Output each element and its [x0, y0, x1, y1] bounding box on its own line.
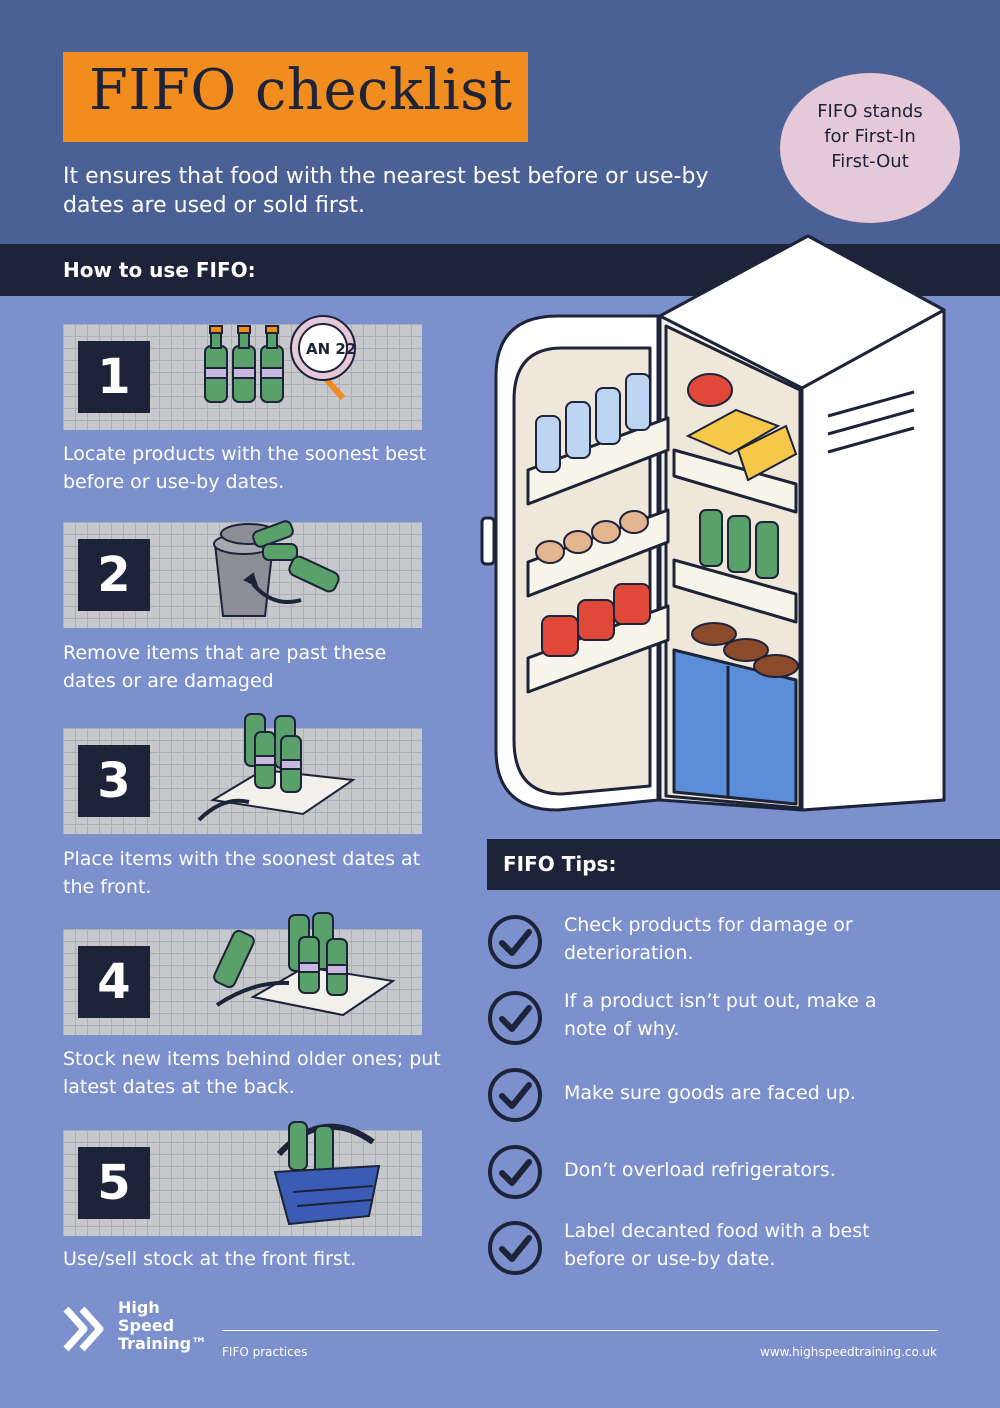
tip-item: Don’t overload refrigerators. — [487, 1144, 967, 1204]
tip-item: Check products for damage or deteriorati… — [487, 914, 967, 974]
step-number: 2 — [78, 539, 150, 611]
check-icon — [488, 1145, 542, 1199]
logo-icon — [63, 1306, 104, 1352]
footer-divider — [222, 1330, 938, 1331]
stocking-bottles-icon — [213, 912, 396, 1017]
tip-item: Label decanted food with a best before o… — [487, 1220, 967, 1280]
step-1-text: Locate products with the soonest best be… — [63, 443, 427, 493]
step-2-panel: 2 — [63, 520, 422, 628]
tip-item: Make sure goods are faced up. — [487, 1067, 967, 1127]
check-icon — [488, 1221, 542, 1275]
step-3-text: Place items with the soonest dates at th… — [63, 848, 421, 898]
page-title: FIFO checklist — [89, 58, 513, 123]
step-number: 5 — [78, 1147, 150, 1219]
step-4-panel: 4 — [63, 912, 422, 1035]
basket-icon — [273, 1121, 381, 1226]
step-number: 4 — [78, 946, 150, 1018]
check-icon — [488, 915, 542, 969]
high-speed-training-logo[interactable]: High Speed Training™ — [62, 1297, 207, 1359]
step-number: 1 — [78, 341, 150, 413]
footer-document-title: FIFO practices — [222, 1345, 308, 1359]
date-label-text: AN 22 — [306, 340, 356, 358]
badge-text: FIFO stands for First-In First-Out — [817, 101, 923, 172]
tip-text: Check products for damage or deteriorati… — [564, 914, 853, 964]
check-icon — [488, 1068, 542, 1122]
step-5-text: Use/sell stock at the front first. — [63, 1248, 357, 1270]
how-to-heading: How to use FIFO: — [63, 258, 256, 282]
step-5-panel: 5 — [63, 1121, 422, 1236]
title-banner: FIFO checklist — [63, 52, 528, 142]
step-4-text: Stock new items behind older ones; put l… — [63, 1048, 441, 1098]
bottles-magnifier-icon: AN 22 — [204, 315, 356, 403]
tip-text: Label decanted food with a best before o… — [564, 1220, 870, 1270]
header: FIFO checklist It ensures that food with… — [0, 0, 1000, 244]
fridge-illustration — [480, 234, 946, 812]
step-number: 3 — [78, 745, 150, 817]
tip-text: If a product isn’t put out, make a note … — [564, 990, 877, 1040]
tips-heading: FIFO Tips: — [503, 852, 617, 876]
tips-section-bar: FIFO Tips: — [487, 839, 1000, 890]
step-1-panel: 1 AN 22 — [63, 315, 422, 430]
tip-item: If a product isn’t put out, make a note … — [487, 990, 967, 1050]
tip-text: Make sure goods are faced up. — [564, 1082, 856, 1104]
check-icon — [488, 991, 542, 1045]
intro-text: It ensures that food with the nearest be… — [63, 164, 709, 218]
logo-text: High Speed Training™ — [118, 1298, 208, 1353]
fifo-definition-badge: FIFO stands for First-In First-Out — [780, 73, 960, 223]
footer-website-link[interactable]: www.highspeedtraining.co.uk — [760, 1345, 937, 1359]
tip-text: Don’t overload refrigerators. — [564, 1159, 836, 1181]
step-2-text: Remove items that are past these dates o… — [63, 642, 387, 692]
step-3-panel: 3 — [63, 713, 422, 834]
shelf-bottles-icon — [197, 713, 356, 822]
bin-icon — [213, 520, 340, 617]
